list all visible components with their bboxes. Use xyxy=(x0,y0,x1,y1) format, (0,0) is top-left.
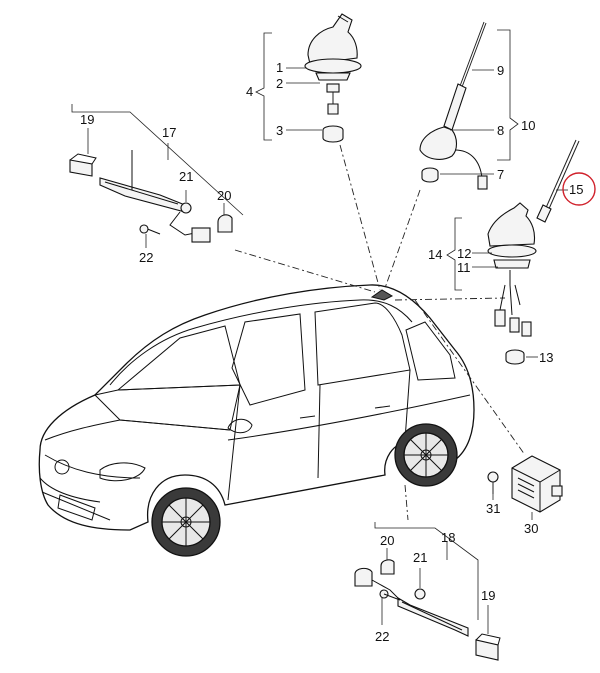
highlight-circle-15 xyxy=(562,172,596,206)
callout-21-bottom: 21 xyxy=(413,550,427,565)
callout-14: 14 xyxy=(428,247,442,262)
callout-7: 7 xyxy=(497,167,504,182)
callout-31: 31 xyxy=(486,501,500,516)
callout-labels: 1 2 3 4 7 8 9 10 11 12 13 14 15 17 18 19… xyxy=(80,60,583,644)
callout-20-top: 20 xyxy=(217,188,231,203)
callout-30: 30 xyxy=(524,521,538,536)
callout-2: 2 xyxy=(276,76,283,91)
control-unit-group xyxy=(487,455,563,520)
callout-3: 3 xyxy=(276,123,283,138)
callout-18: 18 xyxy=(441,530,455,545)
car-illustration xyxy=(38,284,475,557)
amplifier-top-group xyxy=(69,104,244,248)
callout-19-top: 19 xyxy=(80,112,94,127)
rod-antenna-group xyxy=(419,21,519,190)
callout-12: 12 xyxy=(457,246,471,261)
callout-15: 15 xyxy=(569,182,583,197)
callout-13: 13 xyxy=(539,350,553,365)
callout-22-top: 22 xyxy=(139,250,153,265)
roof-antenna-group xyxy=(446,139,596,365)
callout-19-bottom: 19 xyxy=(481,588,495,603)
callout-21-top: 21 xyxy=(179,169,193,184)
leader-lines xyxy=(234,144,526,521)
callout-20-bottom: 20 xyxy=(380,533,394,548)
callout-9: 9 xyxy=(497,63,504,78)
callout-8: 8 xyxy=(497,123,504,138)
callout-4: 4 xyxy=(246,84,253,99)
callout-10: 10 xyxy=(521,118,535,133)
antenna-base-group xyxy=(255,13,362,143)
callout-22-bottom: 22 xyxy=(375,629,389,644)
callout-11: 11 xyxy=(457,260,471,275)
callout-17: 17 xyxy=(162,125,176,140)
callout-1: 1 xyxy=(276,60,283,75)
amplifier-bottom-group xyxy=(354,522,501,661)
